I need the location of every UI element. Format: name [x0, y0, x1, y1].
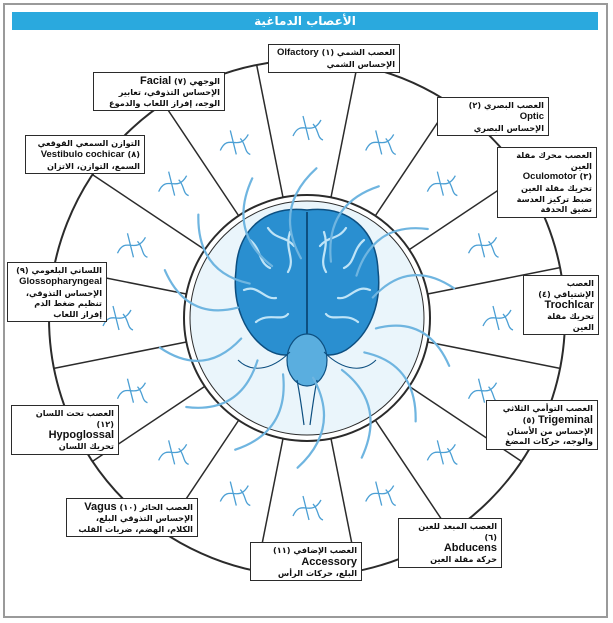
nerve-sketch — [219, 130, 251, 156]
nerve-branch — [374, 324, 451, 367]
nerve-branch — [288, 167, 318, 260]
nerve-sketch — [365, 481, 396, 507]
ring-divider — [427, 266, 561, 295]
nerve-sketch — [426, 171, 458, 197]
label-facial: الوجهي (٧) Facial الإحساس التذوقي، تعابي… — [93, 72, 225, 111]
nerve-branch — [296, 376, 326, 469]
ring-divider — [330, 64, 359, 198]
nerve-sketch — [292, 115, 324, 141]
nerve-branch — [234, 373, 285, 451]
nerve-sketch — [102, 305, 134, 331]
label-hypoglossal: العصب تحت اللسان (١٢) Hypoglossal تحريك … — [11, 405, 119, 455]
label-optic: العصب البصري (٢) Optic الإحساس البصري — [437, 97, 549, 136]
ring-divider — [427, 341, 561, 370]
nerve-branch — [197, 213, 251, 285]
nerve-sketch — [365, 130, 396, 156]
nerve-sketch — [426, 440, 458, 465]
page-title: الأعصاب الدماغية — [12, 12, 598, 30]
ring-divider — [374, 419, 451, 533]
nerve-sketch — [116, 233, 148, 258]
nerve-branch — [363, 351, 417, 423]
nerve-branches — [158, 167, 456, 469]
nerve-branch — [163, 269, 240, 312]
nerve-branch — [340, 368, 372, 459]
nerve-sketch — [219, 481, 251, 507]
label-trigeminal: العصب التوأمي الثلاثي Trigeminal (٥) الإ… — [486, 400, 598, 450]
ring-divider — [53, 341, 187, 370]
nerve-sketch — [116, 378, 148, 404]
nerve-branch — [371, 274, 456, 299]
label-accessory: العصب الإضافي (١١) Accessory البلع، حركا… — [250, 542, 362, 581]
nerve-sketch — [467, 233, 499, 258]
nerve-branch — [329, 185, 380, 263]
label-glossopharyngeal: اللساني البلعومي (٩) Glossopharyngeal ال… — [7, 262, 107, 322]
label-vagus: العصب الحائر (١٠) Vagus الإحساس التذوقي … — [66, 498, 198, 537]
label-oculomotor: العصب محرك مقلة العين (٣) Oculomotor تحر… — [497, 147, 597, 218]
nerve-branch — [158, 337, 243, 362]
nerve-branch — [242, 177, 274, 268]
nerve-branch — [355, 227, 429, 277]
label-trochlear: العصب الإشتياقي (٤) Trochlcar تحريك مقلة… — [523, 275, 599, 335]
nerve-branch — [185, 359, 259, 409]
label-vestibulocochlear: التوازن السمعي القوقعي (٨) Vestibulo coc… — [25, 135, 145, 174]
ring-divider — [255, 64, 284, 198]
nerve-sketch — [482, 305, 514, 331]
label-abducens: العصب المبعد للعين (٦) Abducens حركة مقل… — [398, 518, 502, 568]
ring-divider — [92, 174, 206, 251]
label-olfactory: العصب الشمي (١) Olfactory الإحساس الشمي — [268, 44, 400, 73]
brain-illustration — [234, 208, 380, 426]
nerve-sketch — [292, 495, 324, 521]
nerve-sketch — [158, 171, 189, 197]
ring-divider — [163, 103, 240, 217]
nerve-sketch — [158, 440, 189, 465]
